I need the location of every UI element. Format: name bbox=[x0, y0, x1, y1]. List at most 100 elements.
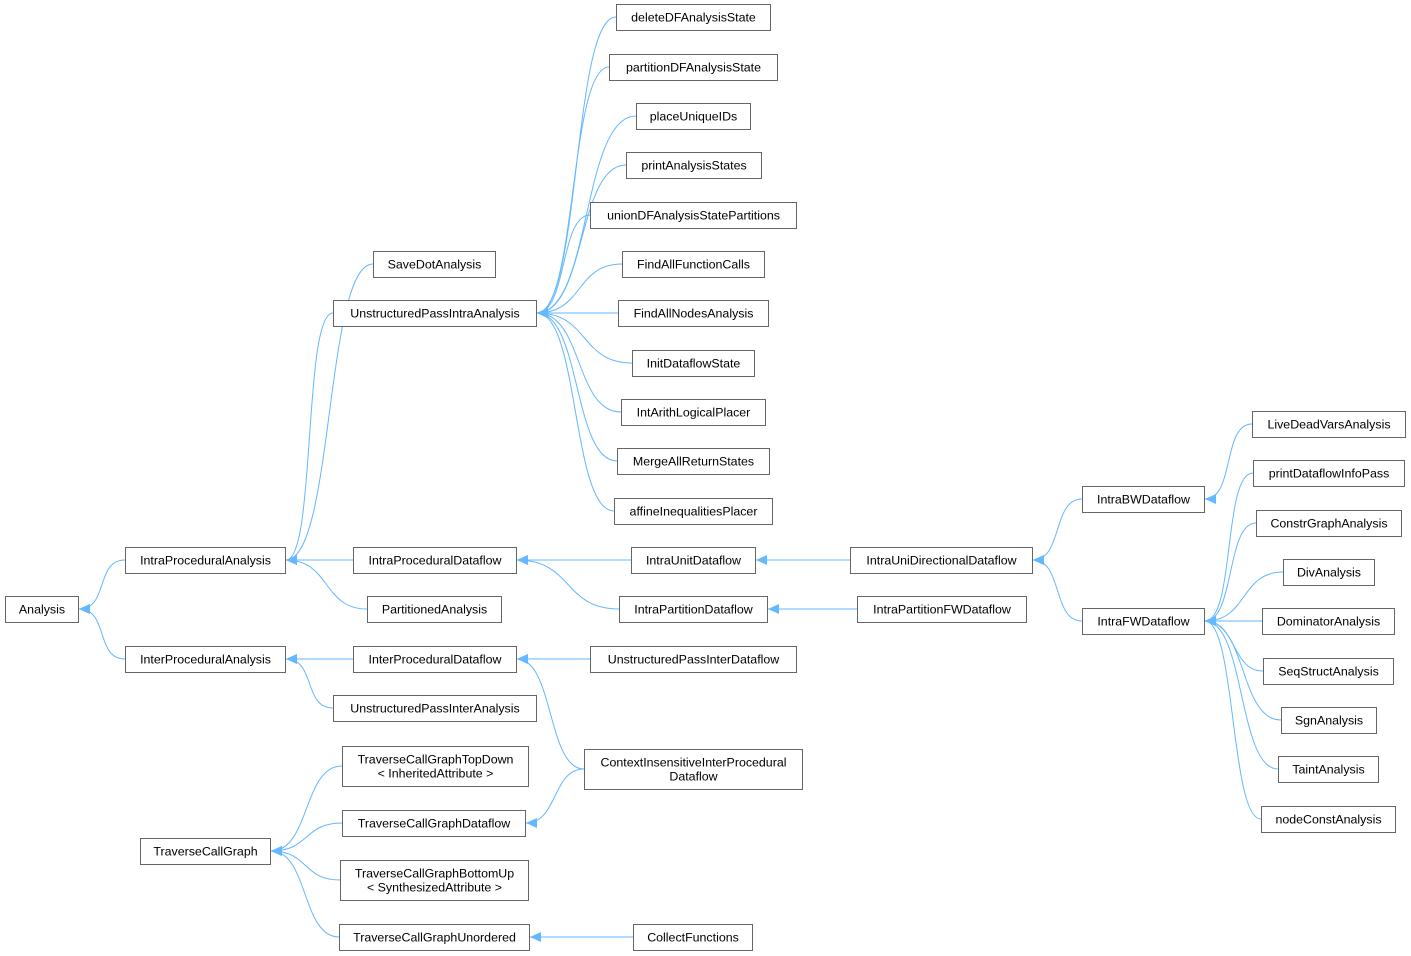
class-node-label: nodeConstAnalysis bbox=[1275, 812, 1381, 826]
edge-printDataflowInfoPass-to-intraFWDataflow bbox=[1204, 472, 1254, 626]
class-node-box bbox=[5, 596, 79, 623]
edge-traverseCallGraphDataflow-to-traverseCallGraph bbox=[270, 822, 343, 856]
edge-interProceduralAnalysis-to-analysis bbox=[78, 604, 126, 660]
edge-saveDotAnalysis-to-intraProceduralAnalysis bbox=[285, 263, 374, 565]
class-node-printDataflowInfoPass[interactable]: printDataflowInfoPass bbox=[1253, 460, 1405, 487]
class-node-intraUniDirectionalDataflow[interactable]: IntraUniDirectionalDataflow bbox=[850, 547, 1033, 574]
edge-intraFWDataflow-to-intraUniDirectionalDataflow bbox=[1032, 555, 1083, 622]
class-node-deleteDFAnalysisState[interactable]: deleteDFAnalysisState bbox=[616, 4, 771, 31]
class-node-box bbox=[590, 646, 797, 673]
edge-partitionedAnalysis-to-intraProceduralAnalysis bbox=[285, 555, 368, 610]
class-nodes: Analysis IntraProceduralAnalysisInterProc… bbox=[5, 4, 1406, 951]
class-node-label: IntraPartitionDataflow bbox=[634, 602, 753, 616]
edge-intraPartitionDataflow-to-intraProceduralDataflow bbox=[516, 555, 620, 610]
class-node-label: IntraProceduralDataflow bbox=[369, 553, 502, 567]
edge-sgnAnalysis-to-intraFWDataflow bbox=[1204, 616, 1282, 721]
class-node-unstructuredPassIntraAnalysis[interactable]: UnstructuredPassIntraAnalysis bbox=[333, 300, 537, 327]
class-node-box bbox=[614, 498, 773, 525]
class-node-findAllFunctionCalls[interactable]: FindAllFunctionCalls bbox=[622, 251, 765, 278]
edge-unionDFAnalysisStatePartitions-to-unstructuredPassIntraAnalysis bbox=[536, 214, 591, 318]
class-node-box bbox=[619, 596, 768, 623]
class-node-label: TraverseCallGraphDataflow bbox=[358, 816, 510, 830]
class-node-unionDFAnalysisStatePartitions[interactable]: unionDFAnalysisStatePartitions bbox=[590, 202, 797, 229]
edge-nodeConstAnalysis-to-intraFWDataflow bbox=[1204, 616, 1262, 820]
class-node-traverseCallGraph[interactable]: TraverseCallGraph bbox=[140, 838, 271, 865]
class-node-divAnalysis[interactable]: DivAnalysis bbox=[1283, 559, 1375, 586]
edge-partitionDFAnalysisState-to-unstructuredPassIntraAnalysis bbox=[536, 66, 610, 318]
class-node-intraUnitDataflow[interactable]: IntraUnitDataflow bbox=[631, 547, 756, 574]
class-node-box bbox=[373, 251, 496, 278]
class-node-traverseCallGraphTopDown[interactable]: TraverseCallGraphTopDown< InheritedAttri… bbox=[342, 746, 529, 787]
class-node-label: < InheritedAttribute > bbox=[378, 766, 494, 780]
class-node-dominatorAnalysis[interactable]: DominatorAnalysis bbox=[1262, 608, 1395, 635]
class-node-liveDeadVarsAnalysis[interactable]: LiveDeadVarsAnalysis bbox=[1252, 411, 1406, 438]
class-node-affineInequalitiesPlacer[interactable]: affineInequalitiesPlacer bbox=[614, 498, 773, 525]
class-node-label: UnstructuredPassIntraAnalysis bbox=[350, 306, 519, 320]
class-node-contextInsensitiveInterProceduralDataflow[interactable]: ContextInsensitiveInterProceduralDataflo… bbox=[584, 749, 803, 790]
class-node-label: IntraBWDataflow bbox=[1097, 492, 1190, 506]
edge-divAnalysis-to-intraFWDataflow bbox=[1204, 571, 1284, 626]
class-node-intraProceduralDataflow[interactable]: IntraProceduralDataflow bbox=[353, 547, 517, 574]
class-node-intraProceduralAnalysis[interactable]: IntraProceduralAnalysis bbox=[125, 547, 286, 574]
class-node-unstructuredPassInterDataflow[interactable]: UnstructuredPassInterDataflow bbox=[590, 646, 797, 673]
class-node-label: TraverseCallGraphUnordered bbox=[353, 930, 516, 944]
class-node-intraPartitionDataflow[interactable]: IntraPartitionDataflow bbox=[619, 596, 768, 623]
class-node-label: InterProceduralAnalysis bbox=[140, 652, 271, 666]
edge-contextInsensitiveInterProceduralDataflow-to-traverseCallGraphDataflow bbox=[525, 768, 585, 828]
class-node-findAllNodesAnalysis[interactable]: FindAllNodesAnalysis bbox=[618, 300, 769, 327]
class-node-label: IntraProceduralAnalysis bbox=[140, 553, 271, 567]
edge-taintAnalysis-to-intraFWDataflow bbox=[1204, 616, 1279, 770]
class-node-saveDotAnalysis[interactable]: SaveDotAnalysis bbox=[373, 251, 496, 278]
class-node-label: FindAllNodesAnalysis bbox=[634, 306, 754, 320]
class-node-box bbox=[1253, 460, 1405, 487]
class-node-partitionedAnalysis[interactable]: PartitionedAnalysis bbox=[367, 596, 502, 623]
class-node-analysis[interactable]: Analysis bbox=[5, 596, 79, 623]
class-node-box bbox=[1261, 806, 1396, 833]
class-node-intraBWDataflow[interactable]: IntraBWDataflow bbox=[1082, 486, 1205, 513]
class-node-initDataflowState[interactable]: InitDataflowState bbox=[632, 350, 755, 377]
class-node-box bbox=[1252, 411, 1406, 438]
class-node-placeUniqueIDs[interactable]: placeUniqueIDs bbox=[636, 103, 751, 130]
class-node-box bbox=[621, 399, 766, 426]
class-node-interProceduralAnalysis[interactable]: InterProceduralAnalysis bbox=[125, 646, 286, 673]
class-node-seqStructAnalysis[interactable]: SeqStructAnalysis bbox=[1263, 658, 1394, 685]
class-node-intArithLogicalPlacer[interactable]: IntArithLogicalPlacer bbox=[621, 399, 766, 426]
class-node-traverseCallGraphDataflow[interactable]: TraverseCallGraphDataflow bbox=[342, 810, 526, 837]
class-node-label: deleteDFAnalysisState bbox=[631, 10, 756, 24]
class-node-box bbox=[626, 152, 762, 179]
class-node-traverseCallGraphUnordered[interactable]: TraverseCallGraphUnordered bbox=[339, 924, 530, 951]
class-node-unstructuredPassInterAnalysis[interactable]: UnstructuredPassInterAnalysis bbox=[333, 695, 537, 722]
class-node-box bbox=[342, 746, 529, 787]
class-node-traverseCallGraphBottomUp[interactable]: TraverseCallGraphBottomUp< SynthesizedAt… bbox=[340, 860, 529, 901]
class-node-label: MergeAllReturnStates bbox=[633, 454, 754, 468]
class-node-intraFWDataflow[interactable]: IntraFWDataflow bbox=[1082, 608, 1205, 635]
class-node-sgnAnalysis[interactable]: SgnAnalysis bbox=[1281, 707, 1377, 734]
class-node-constrGraphAnalysis[interactable]: ConstrGraphAnalysis bbox=[1256, 510, 1402, 537]
class-node-mergeAllReturnStates[interactable]: MergeAllReturnStates bbox=[617, 448, 770, 475]
class-node-label: IntraPartitionFWDataflow bbox=[873, 602, 1011, 616]
inheritance-edges bbox=[78, 16, 1284, 942]
class-node-box bbox=[1262, 608, 1395, 635]
class-node-partitionDFAnalysisState[interactable]: partitionDFAnalysisState bbox=[609, 54, 778, 81]
class-node-intraPartitionFWDataflow[interactable]: IntraPartitionFWDataflow bbox=[857, 596, 1027, 623]
class-node-label: IntArithLogicalPlacer bbox=[637, 405, 751, 419]
class-node-interProceduralDataflow[interactable]: InterProceduralDataflow bbox=[353, 646, 517, 673]
class-node-label: LiveDeadVarsAnalysis bbox=[1267, 417, 1390, 431]
edge-affineInequalitiesPlacer-to-unstructuredPassIntraAnalysis bbox=[536, 308, 615, 512]
class-node-printAnalysisStates[interactable]: printAnalysisStates bbox=[626, 152, 762, 179]
edge-printAnalysisStates-to-unstructuredPassIntraAnalysis bbox=[536, 164, 627, 318]
class-node-label: IntraUnitDataflow bbox=[646, 553, 741, 567]
class-node-label: SgnAnalysis bbox=[1295, 713, 1363, 727]
edge-unstructuredPassInterAnalysis-to-interProceduralAnalysis bbox=[285, 654, 334, 709]
class-node-box bbox=[340, 860, 529, 901]
class-node-collectFunctions[interactable]: CollectFunctions bbox=[633, 924, 753, 951]
class-node-label: placeUniqueIDs bbox=[650, 109, 737, 123]
class-node-taintAnalysis[interactable]: TaintAnalysis bbox=[1278, 756, 1379, 783]
class-node-label: partitionDFAnalysisState bbox=[626, 60, 761, 74]
class-node-box bbox=[631, 547, 756, 574]
class-node-label: UnstructuredPassInterDataflow bbox=[608, 652, 780, 666]
class-node-box bbox=[339, 924, 530, 951]
class-node-label: TraverseCallGraph bbox=[153, 844, 257, 858]
class-node-nodeConstAnalysis[interactable]: nodeConstAnalysis bbox=[1261, 806, 1396, 833]
